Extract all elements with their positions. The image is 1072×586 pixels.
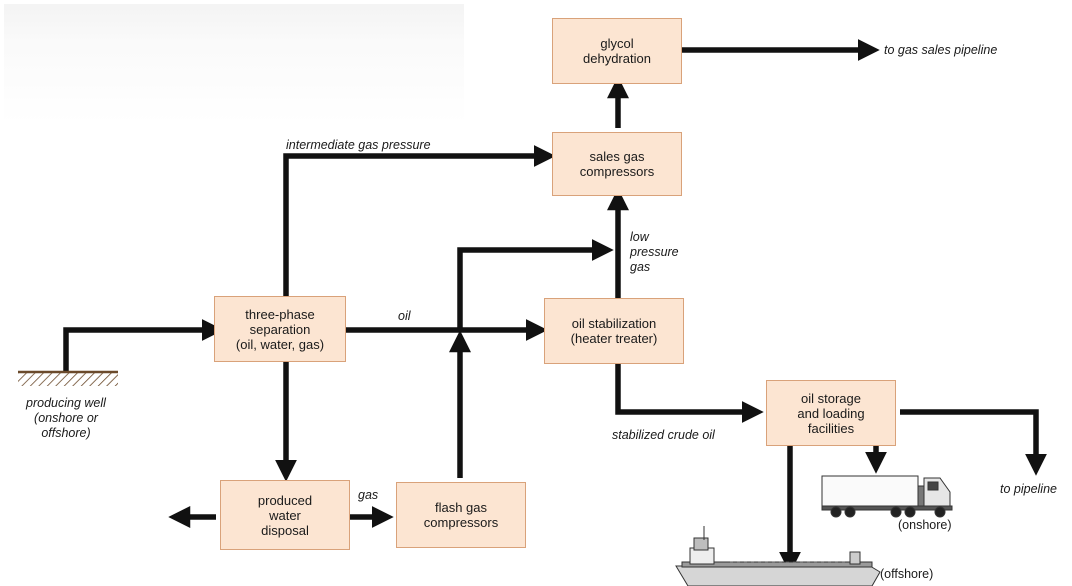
to-pipeline-label: to pipeline [1000, 482, 1057, 496]
three-phase-separation-box: three-phase separation (oil, water, gas) [214, 296, 346, 362]
offshore-label: (offshore) [880, 567, 934, 581]
low-pressure-gas-label: low pressure gas [630, 230, 679, 274]
sales-gas-compressors-box: sales gas compressors [552, 132, 682, 196]
flash-gas-compressors-box: flash gas compressors [396, 482, 526, 548]
truck-icon [821, 475, 953, 518]
oil-label: oil [398, 309, 411, 323]
stabilized-crude-oil-label: stabilized crude oil [612, 428, 715, 442]
producing-well-label: producing well (onshore or offshore) [26, 396, 106, 440]
faded-header-area [4, 4, 464, 124]
oil-stabilization-box: oil stabilization (heater treater) [544, 298, 684, 364]
to-gas-sales-pipeline-label: to gas sales pipeline [884, 43, 998, 57]
arrow-intermediate-gas [283, 145, 556, 300]
arrow-branch-to-low-pressure [457, 239, 614, 330]
produced-water-disposal-box: produced water disposal [220, 480, 350, 550]
arrow-stabilized-crude [615, 364, 764, 423]
oil-storage-loading-box: oil storage and loading facilities [766, 380, 896, 446]
glycol-dehydration-box: glycol dehydration [552, 18, 682, 84]
arrow-well-to-separation [63, 319, 224, 372]
producing-well-ground-icon [18, 370, 118, 386]
gas-label: gas [358, 488, 379, 502]
tanker-ship-icon [675, 526, 881, 586]
arrow-to-pipeline [900, 409, 1047, 476]
onshore-label: (onshore) [898, 518, 952, 532]
intermediate-gas-pressure-label: intermediate gas pressure [286, 138, 431, 152]
